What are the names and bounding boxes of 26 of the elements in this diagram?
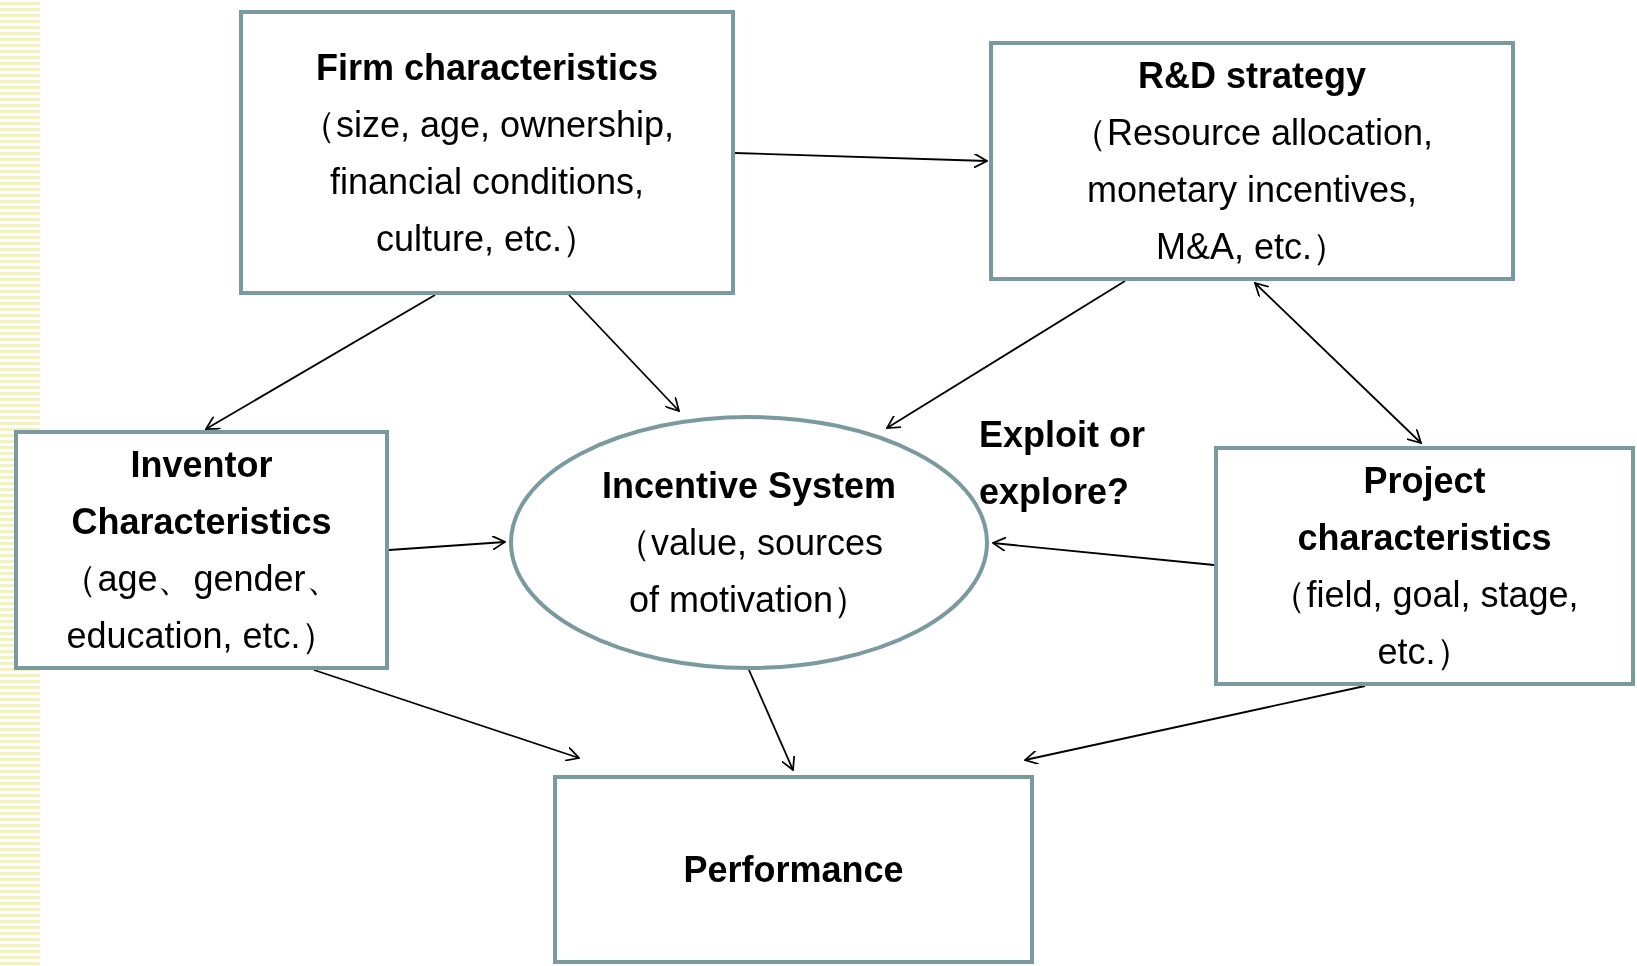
node-text: （Resource allocation, monetary incentives, M&A, etc.） xyxy=(1069,111,1435,269)
arrow xyxy=(734,152,988,169)
node-text: （field, goal, stage, etc.） xyxy=(1269,573,1580,674)
arrow xyxy=(886,280,1126,429)
node-heading: Project characteristics xyxy=(1296,459,1553,560)
arrow xyxy=(1254,282,1422,444)
arrow xyxy=(992,536,1215,566)
process-box xyxy=(553,775,1034,964)
node-text: Incentive System （value, sources of motivation） xyxy=(600,464,898,622)
node-text: （size, age, ownership, financial conditions, culture, etc.） xyxy=(298,102,676,261)
annotation-text: Exploit or explore? xyxy=(979,413,1146,514)
process-box xyxy=(239,10,735,295)
arrow xyxy=(748,669,796,771)
node-heading: R&D strategy xyxy=(1137,54,1367,98)
process-box xyxy=(14,430,389,670)
process-box xyxy=(1214,446,1635,686)
arrow xyxy=(388,535,506,551)
node-text: Performance xyxy=(683,848,904,892)
arrow xyxy=(205,294,436,430)
node-heading: Firm characteristics xyxy=(315,45,659,90)
node-text: （age、gender、education, etc.） xyxy=(60,557,343,658)
process-box xyxy=(989,41,1515,281)
node-heading: Inventor Characteristics xyxy=(70,443,333,544)
arrow xyxy=(568,294,680,412)
arrow xyxy=(1024,685,1366,765)
arrow xyxy=(313,669,580,762)
